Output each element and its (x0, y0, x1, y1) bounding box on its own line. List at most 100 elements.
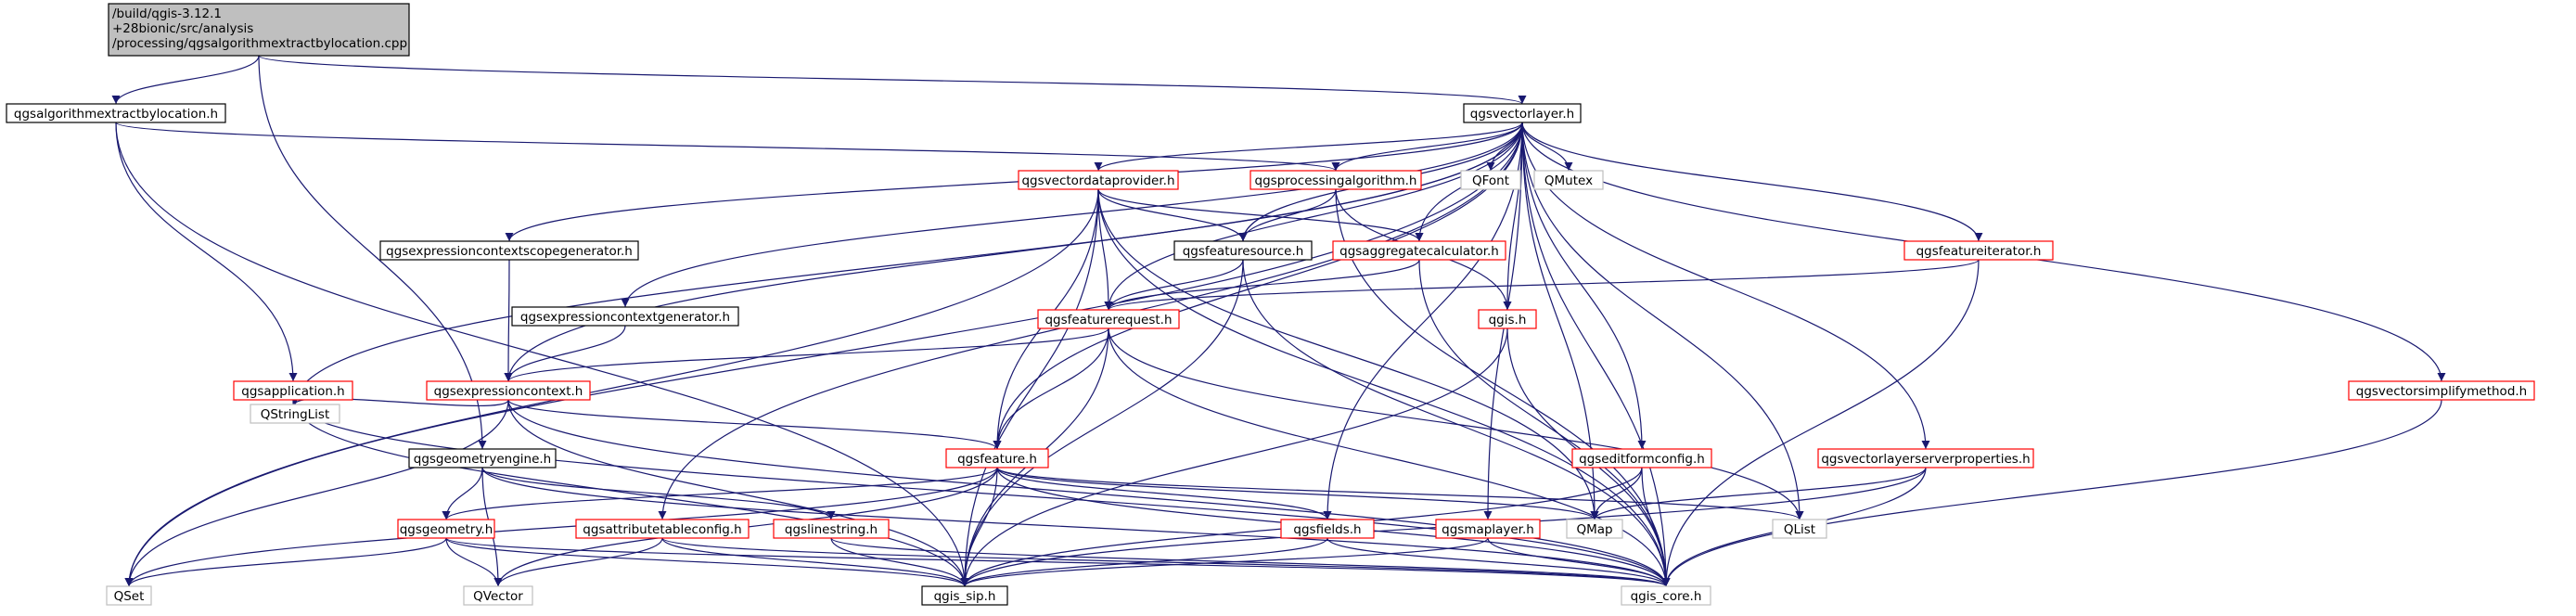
node-ecsg[interactable]: qgsexpressioncontextscopegenerator.h (379, 240, 639, 261)
edge-aggcalc-to-core (1418, 259, 1671, 587)
node-sip-box (921, 585, 1008, 606)
node-root-label-0: /build/qgis-3.12.1 (112, 6, 222, 21)
edge-vlayer-to-core (1521, 122, 1671, 587)
edge-ectx-to-core (507, 399, 1671, 587)
node-fiter-box (1903, 240, 2054, 261)
edge-vlayer-to-fiter (1521, 122, 1983, 242)
node-vlayer-label-0: qgsvectorlayer.h (1470, 107, 1574, 122)
edge-lstr-to-sip (830, 537, 969, 587)
node-geom-label-0: qgsgeometry.h (400, 522, 493, 537)
edge-fiter-to-core (1661, 259, 1980, 587)
node-ectx[interactable]: qgsexpressioncontext.h (426, 380, 591, 401)
edge-extract-to-palg (115, 122, 1340, 172)
node-app-label-0: qgsapplication.h (241, 384, 345, 399)
node-qfont-label-0: QFont (1472, 173, 1509, 188)
node-vsm[interactable]: qgsvectorsimplifymethod.h (2348, 380, 2535, 401)
node-freq[interactable]: qgsfeaturerequest.h (1037, 309, 1180, 329)
node-qvector[interactable]: QVector (463, 585, 533, 606)
node-sip[interactable]: qgis_sip.h (921, 585, 1008, 606)
node-lstr[interactable]: qgslinestring.h (773, 519, 890, 539)
edge-vdp-to-fsrc (1097, 188, 1248, 242)
edge-vlayer-to-vdp (1094, 122, 1523, 172)
edge-freq-to-qlist (1108, 327, 1804, 520)
node-qset[interactable]: QSet (106, 585, 152, 606)
edge-extract-to-app (115, 122, 298, 382)
node-qstrlist-label-0: QStringList (261, 407, 330, 422)
node-qfont[interactable]: QFont (1460, 170, 1521, 190)
node-qmutex[interactable]: QMutex (1533, 170, 1604, 190)
node-vlayer[interactable]: qgsvectorlayer.h (1463, 103, 1582, 123)
node-qstrlist[interactable]: QStringList (250, 404, 340, 424)
node-vlsp[interactable]: qgsvectorlayerserverproperties.h (1817, 448, 2034, 468)
node-atc-box (575, 519, 750, 539)
node-palg[interactable]: qgsprocessingalgorithm.h (1250, 170, 1422, 190)
node-fiter-label-0: qgsfeatureiterator.h (1916, 244, 2042, 259)
edge-fields-to-sip (960, 537, 1328, 587)
node-palg-label-0: qgsprocessingalgorithm.h (1255, 173, 1417, 188)
edge-feature-to-geom (442, 467, 998, 520)
node-qset-box (106, 585, 152, 606)
node-fields[interactable]: qgsfields.h (1280, 519, 1375, 539)
node-fsrc-label-0: qgsfeaturesource.h (1183, 244, 1304, 259)
node-qlist[interactable]: QList (1772, 519, 1827, 539)
node-ectx-box (426, 380, 591, 401)
node-geng-label-0: qgsgeometryengine.h (414, 452, 552, 467)
node-fields-box (1280, 519, 1375, 539)
node-atc[interactable]: qgsattributetableconfig.h (575, 519, 750, 539)
edge-feature-to-sip (960, 467, 998, 587)
node-fields-label-0: qgsfields.h (1293, 522, 1361, 537)
edge-vlsp-to-qmap (1590, 467, 1927, 520)
node-qset-label-0: QSet (114, 589, 145, 604)
node-vlsp-label-0: qgsvectorlayerserverproperties.h (1821, 452, 2030, 467)
node-app[interactable]: qgsapplication.h (233, 380, 353, 401)
node-ecg[interactable]: qgsexpressioncontextgenerator.h (511, 306, 739, 327)
node-fiter[interactable]: qgsfeatureiterator.h (1903, 240, 2054, 261)
node-vlsp-box (1817, 448, 2034, 468)
node-vdp-box (1018, 170, 1179, 190)
node-lstr-box (773, 519, 890, 539)
node-extract[interactable]: qgsalgorithmextractbylocation.h (6, 103, 226, 123)
edge-maplayer-to-sip (960, 537, 1489, 587)
node-qfont-box (1460, 170, 1521, 190)
edge-root-to-extract (111, 55, 260, 105)
node-feature[interactable]: qgsfeature.h (945, 448, 1049, 468)
node-qgis[interactable]: qgis.h (1478, 309, 1537, 329)
edge-app-to-sip (292, 399, 969, 587)
edge-geom-to-qset (124, 537, 447, 587)
edge-freq-to-feature (993, 327, 1109, 450)
node-maplayer[interactable]: qgsmaplayer.h (1435, 519, 1541, 539)
node-qstrlist-box (250, 404, 340, 424)
edge-atc-to-sip (661, 537, 969, 587)
node-core-label-0: qgis_core.h (1631, 589, 1702, 604)
edge-vlayer-to-ecsg (505, 122, 1523, 242)
node-maplayer-label-0: qgsmaplayer.h (1442, 522, 1534, 537)
edge-vlayer-to-efc (1521, 122, 1647, 450)
node-fsrc[interactable]: qgsfeaturesource.h (1173, 240, 1313, 261)
edge-root-to-vlayer (258, 55, 1527, 105)
node-aggcalc[interactable]: qgsaggregatecalculator.h (1332, 240, 1506, 261)
node-root-label-1: +28bionic/src/analysis (112, 21, 253, 36)
node-root[interactable]: /build/qgis-3.12.1+28bionic/src/analysis… (108, 3, 410, 57)
node-ecsg-label-0: qgsexpressioncontextscopegenerator.h (386, 244, 633, 259)
edge-freq-to-ectx (504, 327, 1109, 382)
node-geng[interactable]: qgsgeometryengine.h (408, 448, 557, 468)
edge-vdp-to-core (1097, 188, 1671, 587)
node-geom[interactable]: qgsgeometry.h (397, 519, 495, 539)
node-vdp[interactable]: qgsvectordataprovider.h (1018, 170, 1179, 190)
node-core[interactable]: qgis_core.h (1621, 585, 1711, 606)
edge-feature-to-qset (124, 467, 998, 587)
node-efc[interactable]: qgseditformconfig.h (1571, 448, 1712, 468)
edge-maplayer-to-core (1487, 537, 1671, 587)
edge-vlayer-to-ecg (621, 122, 1523, 308)
node-qmap-box (1566, 519, 1623, 539)
node-qlist-label-0: QList (1784, 522, 1815, 537)
edge-vdp-to-aggcalc (1097, 188, 1424, 242)
node-palg-box (1250, 170, 1422, 190)
node-vsm-label-0: qgsvectorsimplifymethod.h (2356, 384, 2528, 399)
edge-vdp-to-freq (1097, 188, 1113, 311)
node-qmap[interactable]: QMap (1566, 519, 1623, 539)
node-geng-box (408, 448, 557, 468)
node-qlist-box (1772, 519, 1827, 539)
nodes-layer: /build/qgis-3.12.1+28bionic/src/analysis… (6, 3, 2535, 606)
